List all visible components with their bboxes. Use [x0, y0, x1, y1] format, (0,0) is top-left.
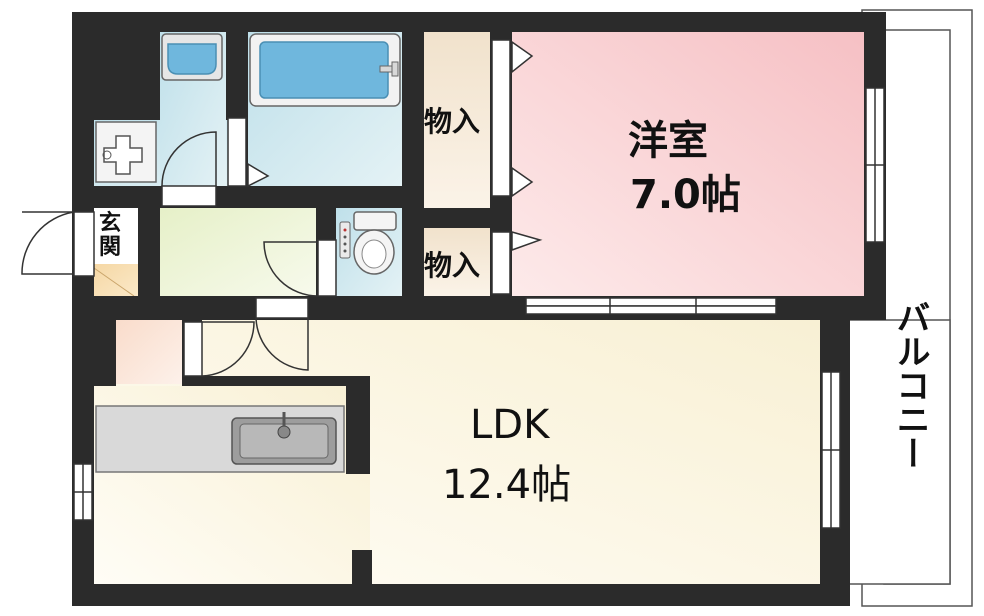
balcony-label: バルコニー — [890, 300, 930, 470]
ldk-size: 12.4帖 — [442, 462, 572, 508]
toilet-icon — [339, 211, 397, 275]
balcony — [845, 9, 973, 607]
western-room-size: 7.0帖 — [630, 172, 741, 218]
closet-lower-floor — [424, 228, 490, 296]
entrance-label: 玄関 — [99, 211, 122, 260]
bathtub-icon — [249, 33, 401, 107]
storage-nook — [116, 320, 182, 384]
kitchen-wall — [346, 386, 370, 474]
washing-machine-icon — [95, 121, 157, 183]
ldk-name: LDK — [470, 402, 550, 448]
entrance-step — [94, 264, 138, 296]
hallway-floor — [160, 208, 316, 296]
western-room-name: 洋室 — [628, 118, 708, 164]
sink-drain-icon — [277, 425, 291, 439]
western-room-floor — [512, 32, 864, 296]
closet-upper-floor — [424, 32, 490, 208]
washbasin-icon — [161, 33, 223, 81]
doors — [21, 39, 885, 529]
closet-upper-label: 物入 — [424, 105, 481, 138]
wall-pillar — [352, 550, 372, 584]
kitchen-counter — [95, 405, 345, 473]
closet-lower-label: 物入 — [424, 249, 481, 282]
